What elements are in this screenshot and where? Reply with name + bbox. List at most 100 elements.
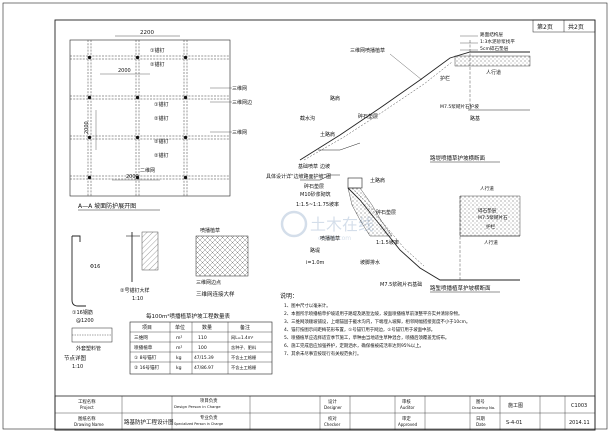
node-label: 节点详图 — [64, 354, 87, 362]
mid-label-3: 1:1.5~1:1.75坡率 — [296, 201, 339, 208]
tb-number: S-4-01 — [506, 420, 522, 426]
anchor-nail-dot — [135, 175, 140, 180]
tb-spec-lead-en: Specialized Person in Charge — [174, 422, 223, 426]
tb-approved-en: Approved — [398, 422, 418, 427]
note-line: 3、三维网须顺坡铺设，上端锚固于截水沟内，下端埋入坡脚，相邻网幅搭接宽度不小于1… — [284, 318, 470, 325]
watermark: 土木在线 co188.com — [280, 210, 374, 242]
tb-project-cn: 工程名称 — [78, 398, 96, 405]
slope-section-middle: 具体设计详“边坡路面护坡”图 碎石垫层 M10砂浆砌筑 1:1.5~1:1.75… — [266, 163, 340, 208]
slope-section-lower: 土路肩 碎石垫层 1:1.5坡率 坡脚排水 喷播植草 路堤 M7.5浆砌片石基础… — [306, 177, 521, 293]
note-line: 7、其余未尽事宜按现行有关规范执行。 — [284, 350, 361, 357]
watermark-url: co188.com — [318, 235, 351, 242]
mesh-label-1: 三维网边 — [232, 99, 252, 106]
table-cell: 47/86.97 — [194, 365, 214, 371]
tb-checker-cn: 校对 — [328, 415, 337, 422]
upper-label-8: 碎石垫层 — [358, 113, 378, 120]
anchor-nail-dot — [87, 135, 92, 140]
callout-2: ①锚钉 — [154, 101, 168, 108]
table-cell: 47/15.39 — [194, 355, 214, 361]
lower-label-1: 路堤 — [310, 247, 320, 254]
tb-design-lead-cn: 项目负责 — [200, 397, 218, 404]
upper-label-1: 土路肩 — [320, 131, 335, 138]
nail-scale-1: 1:10 — [72, 364, 83, 370]
dim-left: 2000 — [84, 121, 90, 134]
mid-label-0: 基础喷草 — [298, 163, 318, 170]
tb-designer-cn: 设计 — [328, 398, 337, 405]
callout-0: ①锚钉 — [150, 47, 164, 54]
quantity-table: 每100m²喷播植草护坡工程数量表 项目 单位 数量 备注 三维网 m² 110… — [129, 312, 273, 375]
tb-design-lead-en: Design Person in Charge — [174, 404, 221, 409]
total-pages-label: 共2页 — [568, 23, 584, 31]
anchor-nail-dot — [135, 135, 140, 140]
lower-caption: 路堑喷播植草护坡横断面 — [430, 284, 491, 292]
upper-caption: 路堤喷播草护坡横断面 — [430, 154, 486, 162]
anchor-nail-dot — [135, 95, 140, 100]
table-cell: 喷播植草 — [134, 344, 153, 351]
sod-label: 喷播植草 — [200, 227, 220, 234]
tb-designer-en: Designer — [324, 405, 342, 410]
tb-auditor-en: Auditor — [400, 405, 415, 410]
anchor-nail-dot — [135, 55, 140, 60]
dim-top: 2200 — [140, 30, 154, 36]
mesh-label-2: 三维网 — [232, 129, 247, 136]
lower-label-4: 喷播植草 — [320, 235, 340, 242]
upper-label-3: 人行道 — [486, 69, 501, 76]
anchor-nail-dot — [87, 95, 92, 100]
lower-label-3: 1:1.5坡率 — [376, 239, 399, 246]
nail-detail-2-title: ②号锚钉大样 — [120, 287, 149, 294]
mesh-connect-title: 三维网连接大样 — [196, 290, 235, 298]
upper-label-0: 路肩 — [330, 95, 340, 102]
tb-approved-cn: 审定 — [402, 415, 411, 422]
dim-sub: 2000 — [126, 174, 139, 180]
lower-note-1: 碎石垫层 — [478, 207, 497, 214]
th-item: 项目 — [142, 325, 152, 331]
tb-spec-lead-cn: 专业负责 — [200, 414, 218, 421]
tb-project-no: C1003 — [571, 403, 587, 409]
section-title: A—A 坡面防护展开图 — [78, 202, 136, 210]
table-cell: 含种子、肥料 — [231, 344, 257, 351]
mesh-bottom-label: 二维网 — [140, 167, 155, 174]
title-block: 工程名称 Project 图纸名称 Drawing Name 项目负责 Desi… — [54, 395, 596, 431]
tb-date-en: Date — [476, 422, 486, 427]
tb-drawing-cn: 图纸名称 — [78, 415, 96, 422]
anchor-nail-dot — [87, 175, 92, 180]
pipe-label: 外套塑料管 — [76, 345, 101, 352]
table-cell: 不含土工格栅 — [231, 354, 256, 361]
callout-1: ②锚钉 — [150, 61, 164, 68]
table-cell: m² — [176, 346, 182, 351]
table-cell: kg — [176, 365, 182, 371]
mesh-detail-label: 三维网边点 — [196, 279, 221, 286]
note-line: 2、本图所示喷播植草护坡适用于路堤及路堑边坡，坡面喷播植草前须整平夯实并清除杂物… — [284, 310, 462, 317]
upper-label-6: 三维网喷播植草 — [350, 47, 385, 54]
table-title: 每100m²喷播植草护坡工程数量表 — [146, 312, 231, 320]
tb-drawno-en: Drawing No. — [472, 405, 495, 410]
table-cell: 三维网 — [134, 334, 148, 341]
tb-project-en: Project — [80, 405, 94, 410]
design-notes: 说明： 1、图中尺寸以毫米计。 2、本图所示喷播植草护坡适用于路堤及路堑边坡，坡… — [280, 292, 470, 357]
callout-5: ②锚钉 — [154, 152, 168, 159]
upper-label-7: 截水沟 — [300, 115, 315, 122]
upper-label-4: 护栏 — [440, 75, 450, 82]
note-line: 5、喷播植草应选择适宜季节施工，草种由当地适生草种混合，喷播后须覆盖无纺布。 — [284, 334, 449, 341]
lower-label-6: M7.5浆砌片石基础 — [380, 281, 422, 288]
nail-detail-1: Φ16 ①16钢筋 @1200 节点详图 1:10 — [64, 235, 100, 370]
lower-grade-note: i=1.0m — [306, 260, 325, 266]
upper-note-0: 路面结构层 — [480, 31, 503, 38]
lower-note-4: 人行道 — [484, 239, 498, 246]
steel-dims: @1200 — [76, 318, 94, 324]
lower-note-2: M7.5浆砌片石 — [478, 214, 508, 221]
nail-spec: Φ16 — [90, 264, 100, 270]
nail-detail-2: ②号锚钉大样 1:10 — [120, 231, 159, 302]
upper-note-4: M7.5浆砌片石护坡 — [440, 103, 479, 110]
note-line: 1、图中尺寸以毫米计。 — [284, 302, 331, 309]
anchor-nail-dot — [87, 55, 92, 60]
tb-drawno-cn: 图号 — [476, 399, 485, 405]
tb-auditor-cn: 审核 — [402, 398, 411, 405]
note-line: 4、锚钉按图示间距梅花形布置，①号锚钉用于网边，②号锚钉用于坡面中部。 — [284, 326, 435, 333]
notes-title: 说明： — [280, 292, 298, 300]
anchor-nail-dot — [183, 55, 188, 60]
upper-note-2: 5cm碎石垫层 — [480, 45, 509, 52]
tb-stage: 施工图 — [508, 402, 523, 409]
lower-note-0: 人行道 — [480, 185, 494, 192]
